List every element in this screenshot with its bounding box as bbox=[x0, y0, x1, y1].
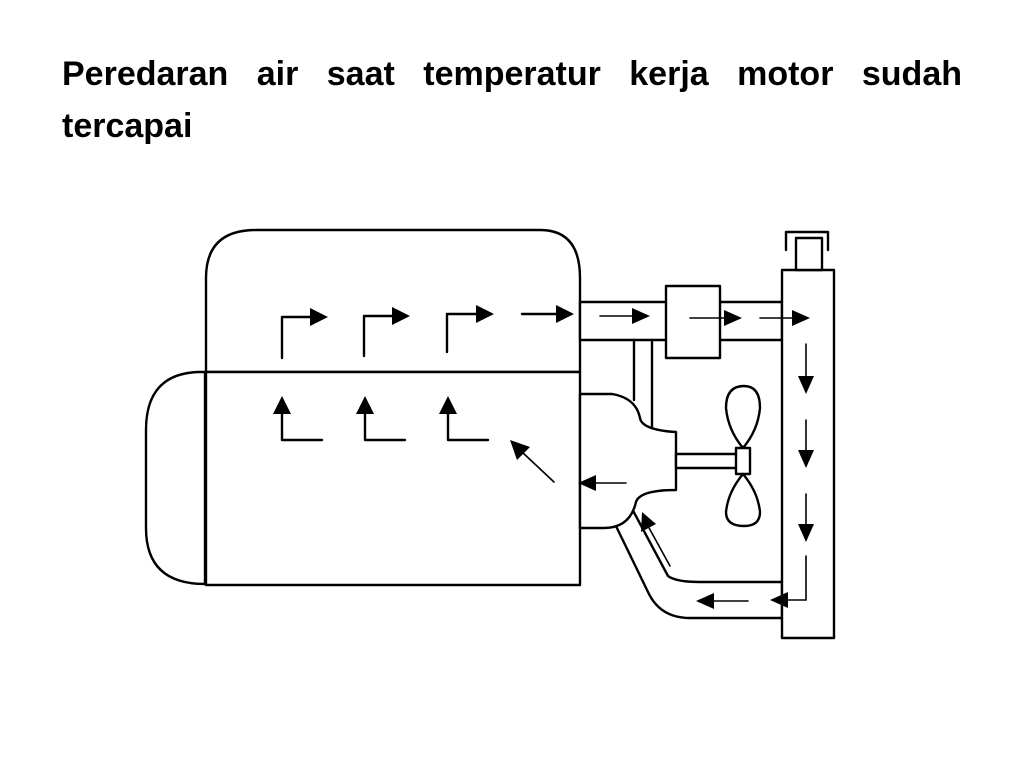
flow-arrows-upper-hose bbox=[599, 308, 810, 326]
flow-arrows-head bbox=[280, 305, 574, 360]
radiator-neck bbox=[794, 236, 824, 272]
fan-shaft bbox=[674, 452, 740, 470]
engine-block bbox=[204, 370, 582, 587]
water-pump bbox=[578, 392, 678, 530]
flow-arrows-radiator bbox=[770, 343, 814, 608]
radiator-cap bbox=[784, 230, 830, 252]
engine-front-cover bbox=[144, 370, 207, 586]
engine-head bbox=[204, 228, 582, 374]
flow-arrows-block bbox=[273, 396, 555, 483]
fan-blade-upper bbox=[724, 384, 762, 450]
flow-arrows-lower-hose bbox=[578, 475, 749, 609]
bypass-pipe bbox=[632, 338, 654, 434]
slide-title: Peredaran air saat temperatur kerja moto… bbox=[62, 55, 962, 145]
fan-hub bbox=[734, 446, 752, 476]
fan-blade-lower bbox=[724, 472, 762, 528]
thermostat bbox=[664, 284, 722, 360]
